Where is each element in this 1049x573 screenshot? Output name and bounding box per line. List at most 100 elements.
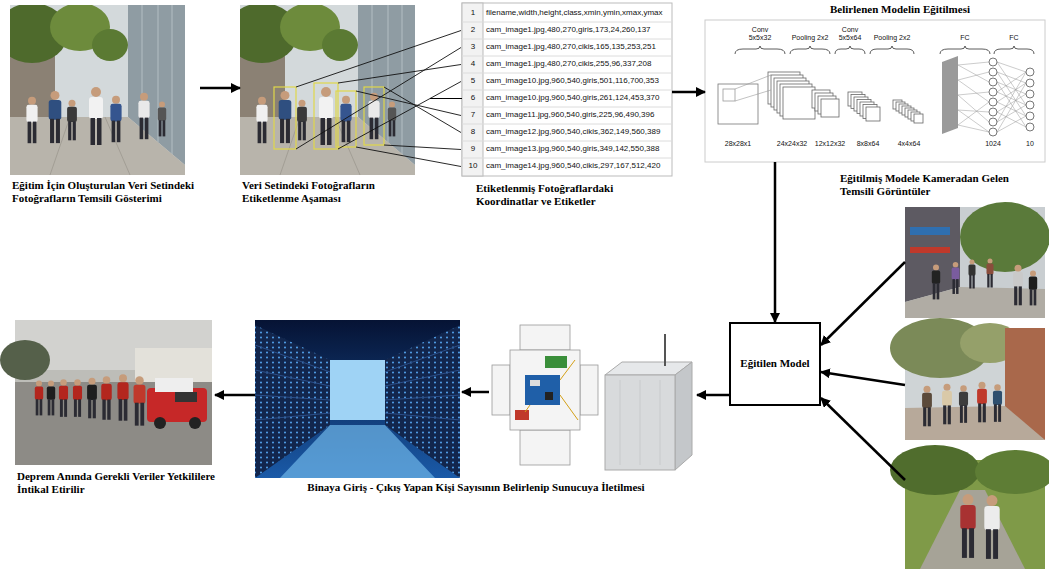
sensor-device	[525, 360, 578, 420]
flow-arrow	[821, 262, 905, 345]
leader-line	[338, 82, 461, 150]
rescue-photo	[0, 320, 212, 465]
camera-photo	[975, 450, 1049, 494]
rescue-photo	[117, 374, 128, 420]
camera-images: Eğitilmiş Modele Kameradan Gelen Temsili…	[840, 172, 1045, 572]
camera-photo	[905, 287, 1045, 318]
layer-name: Pooling 2x2	[788, 34, 832, 42]
arrow	[462, 391, 489, 394]
layer-name: FC	[955, 34, 975, 42]
line-number: 4	[463, 59, 483, 68]
neuron	[989, 78, 997, 86]
table-row: cam_image11.jpg,960,540,giris,225,96,490…	[486, 110, 670, 119]
sensor-device	[492, 325, 598, 465]
camera-photo	[960, 494, 975, 558]
camera-photo	[905, 202, 1049, 318]
sensor-device	[580, 365, 598, 415]
sensor-device	[520, 430, 570, 465]
flow-arrow	[774, 162, 777, 322]
line-number: 7	[463, 110, 483, 119]
camera-photo	[922, 386, 932, 427]
camera-photo	[1013, 265, 1023, 306]
camera-photo	[1029, 271, 1037, 306]
layer-stack	[718, 84, 758, 124]
bracket	[790, 46, 830, 54]
labeled-photo-picture	[336, 91, 356, 147]
rescue-photo	[87, 378, 97, 419]
layer-stack	[783, 87, 815, 119]
table-row: cam_image13.jpg,960,540,giris,349,142,55…	[486, 144, 670, 153]
sensor-device	[545, 392, 553, 400]
device-server: Binaya Giriş - Çıkış Yapan Kişi Sayısını…	[255, 318, 697, 494]
layer-stack	[821, 99, 839, 117]
bracket	[835, 46, 865, 54]
rescue-photo	[155, 378, 193, 392]
dataset-photo-picture	[0, 3, 185, 175]
leader-line	[296, 31, 461, 88]
neuron	[1026, 68, 1034, 76]
camera-photo	[952, 262, 960, 294]
table-row: cam_image1.jpg,480,270,cikis,165,135,253…	[486, 42, 670, 51]
photo-slot	[905, 207, 1045, 318]
bracket	[735, 46, 785, 54]
neuron	[989, 98, 997, 106]
layer-size: 28x28x1	[713, 140, 763, 148]
neuron	[989, 128, 997, 136]
rescue-photo	[59, 379, 68, 417]
camera-photo	[910, 227, 950, 235]
labeled-photo: Veri Setindeki Fotoğrafların Etiketlenme…	[240, 5, 430, 205]
photo-slot	[905, 328, 1045, 440]
leader-connector	[430, 98, 462, 99]
neuron	[989, 88, 997, 96]
stage-caption: Deprem Anında Gerekli Veriler Yetkililer…	[17, 470, 215, 496]
flow-arrow	[215, 394, 255, 397]
rescue-photo: Deprem Anında Gerekli Veriler Yetkililer…	[15, 320, 215, 496]
leader-line	[356, 91, 461, 116]
flow-arrow	[821, 398, 905, 480]
neuron	[1026, 101, 1034, 109]
cnn-diagram	[997, 62, 1026, 132]
flow-arrow	[821, 372, 905, 385]
server-room	[255, 320, 460, 478]
camera-photo	[993, 384, 1002, 422]
csv-table	[462, 3, 672, 176]
labeled-photo-picture	[274, 87, 296, 149]
rescue-photo	[154, 417, 166, 429]
labeled-photo-picture	[314, 83, 338, 149]
cnn-diagram	[705, 20, 1045, 162]
bracket	[735, 46, 1034, 54]
leader-line	[296, 48, 461, 150]
layer-name: Pooling 2x2	[870, 34, 914, 42]
bracket	[940, 46, 990, 54]
sensor-device	[675, 362, 692, 470]
flow-arrow	[200, 87, 240, 90]
neuron	[989, 68, 997, 76]
sensor-device	[525, 375, 560, 405]
leader-line	[384, 87, 461, 133]
box-label: Eğitilen Model	[740, 357, 809, 370]
rescue-photo	[73, 379, 82, 417]
neuron	[1026, 79, 1034, 87]
rescue-photo	[0, 340, 50, 380]
bracket	[994, 46, 1034, 54]
layer-stack	[866, 107, 880, 121]
leader-line	[384, 145, 461, 150]
layer-size: 4x4x64	[890, 140, 928, 148]
camera-photo	[890, 445, 980, 495]
neuron	[989, 108, 997, 116]
server-room	[255, 345, 460, 420]
line-number: 2	[463, 25, 483, 34]
camera-photo	[977, 382, 987, 423]
line-number: 1	[463, 8, 483, 17]
neuron	[1026, 90, 1034, 98]
labeled-photo-picture	[364, 87, 384, 145]
dataset-photo-picture	[0, 3, 185, 175]
stage-caption: Binaya Giriş - Çıkış Yapan Kişi Sayısını…	[255, 481, 697, 494]
line-number: 5	[463, 76, 483, 85]
rescue-photo	[189, 417, 201, 429]
rescue-photo	[47, 381, 55, 416]
rescue-photo	[15, 320, 212, 465]
sensor-device	[492, 325, 692, 470]
